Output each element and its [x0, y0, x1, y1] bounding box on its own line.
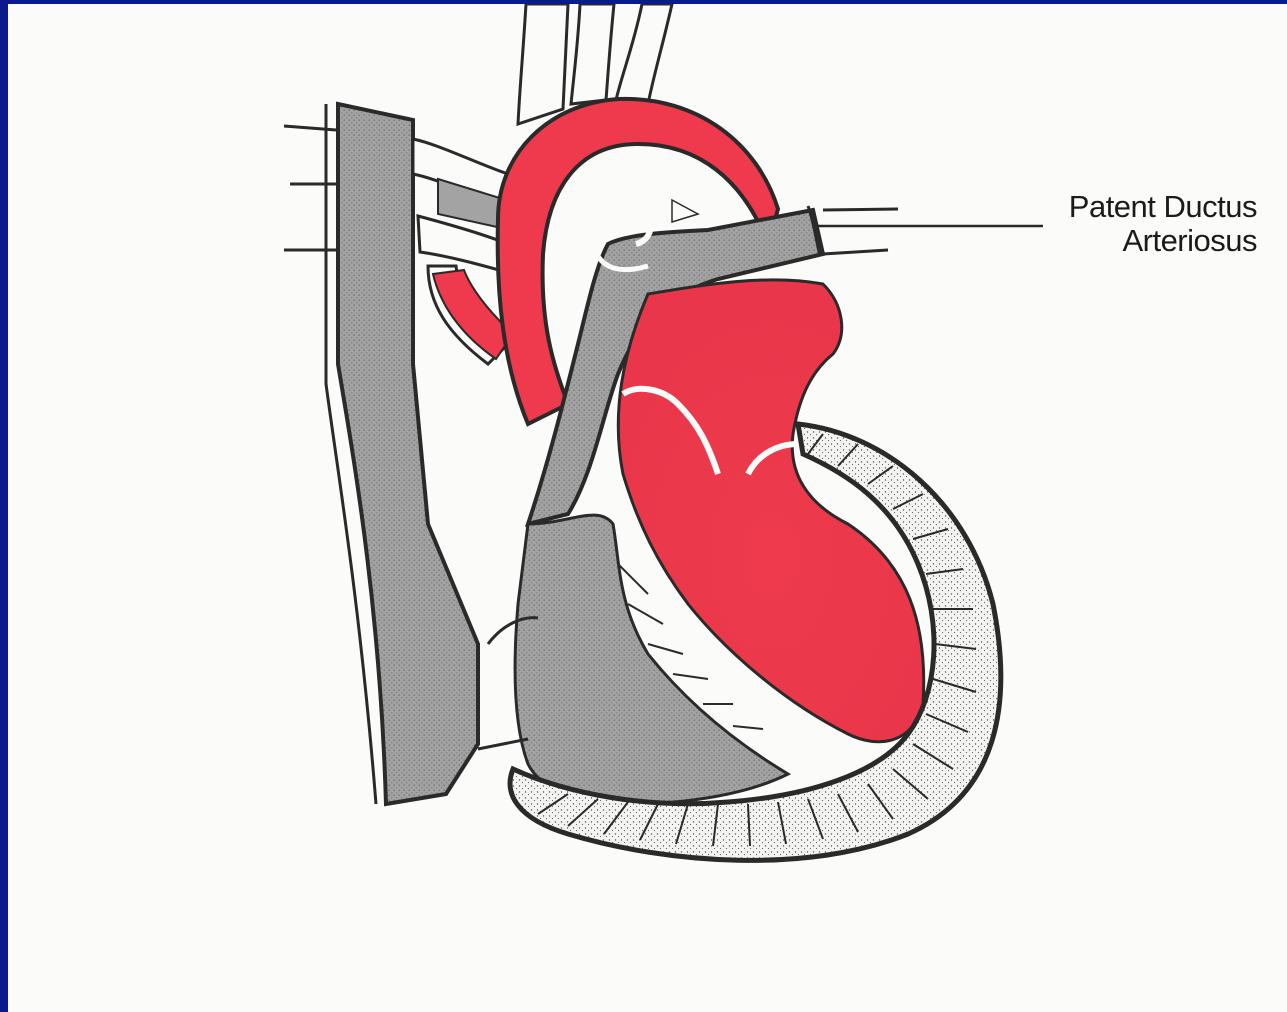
heart-diagram — [8, 4, 1287, 1012]
patent-ductus-arteriosus-label: Patent Ductus Arteriosus — [1069, 190, 1257, 258]
label-line-1: Patent Ductus — [1069, 190, 1257, 224]
label-line-2: Arteriosus — [1069, 224, 1257, 258]
diagram-page: Patent Ductus Arteriosus — [8, 4, 1287, 1012]
